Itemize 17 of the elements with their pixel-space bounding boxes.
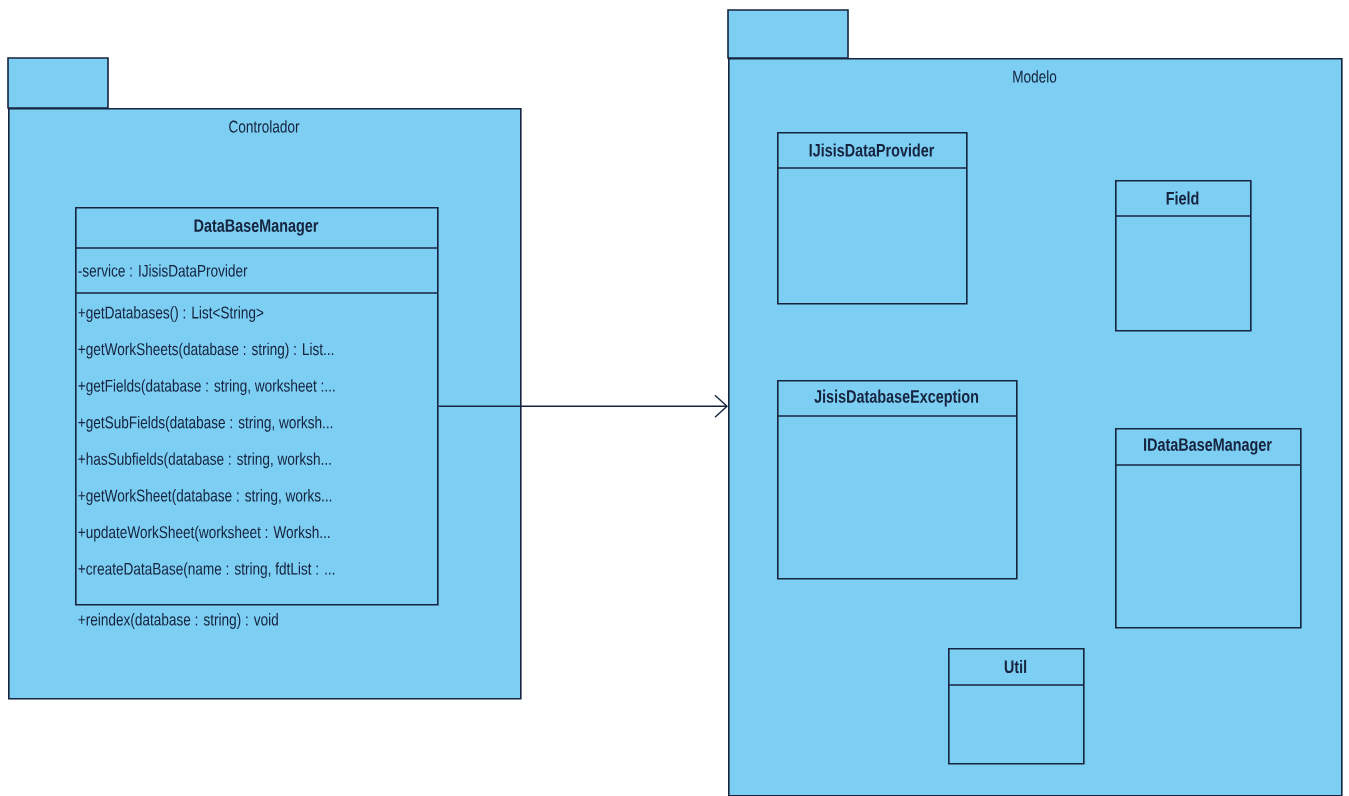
- operation-text: +createDataBase(name : string, fdtList : ...: [78, 562, 335, 579]
- arrow: [437, 394, 728, 418]
- operation-text: +updateWorkSheet(worksheet : Worksh...: [78, 525, 330, 542]
- attribute-text: -service : IJisisDataProvider: [78, 264, 248, 277]
- operation-text: +getSubFields(database : string, worksh...: [78, 415, 333, 432]
- class-name: IDataBaseManager: [1144, 438, 1272, 455]
- operation-text: +getWorkSheets(database : string) : List...: [78, 342, 334, 359]
- operation-text: +getDatabases() : List<String>: [78, 306, 264, 322]
- class-name: JisisDatabaseException: [814, 389, 979, 407]
- class-name: IJisisDataProvider: [809, 143, 935, 157]
- operation-text: +getWorkSheet(database : string, works...: [78, 489, 332, 505]
- class-name: Util: [1004, 659, 1027, 674]
- operation-text: +getFields(database : string, worksheet :...: [78, 379, 335, 396]
- class-name: Field: [1166, 191, 1199, 205]
- class-name: DataBaseManager: [194, 219, 319, 236]
- operation-text: +hasSubfields(database : string, worksh...: [78, 452, 331, 469]
- operation-text: +reindex(database : string) : void: [78, 613, 278, 629]
